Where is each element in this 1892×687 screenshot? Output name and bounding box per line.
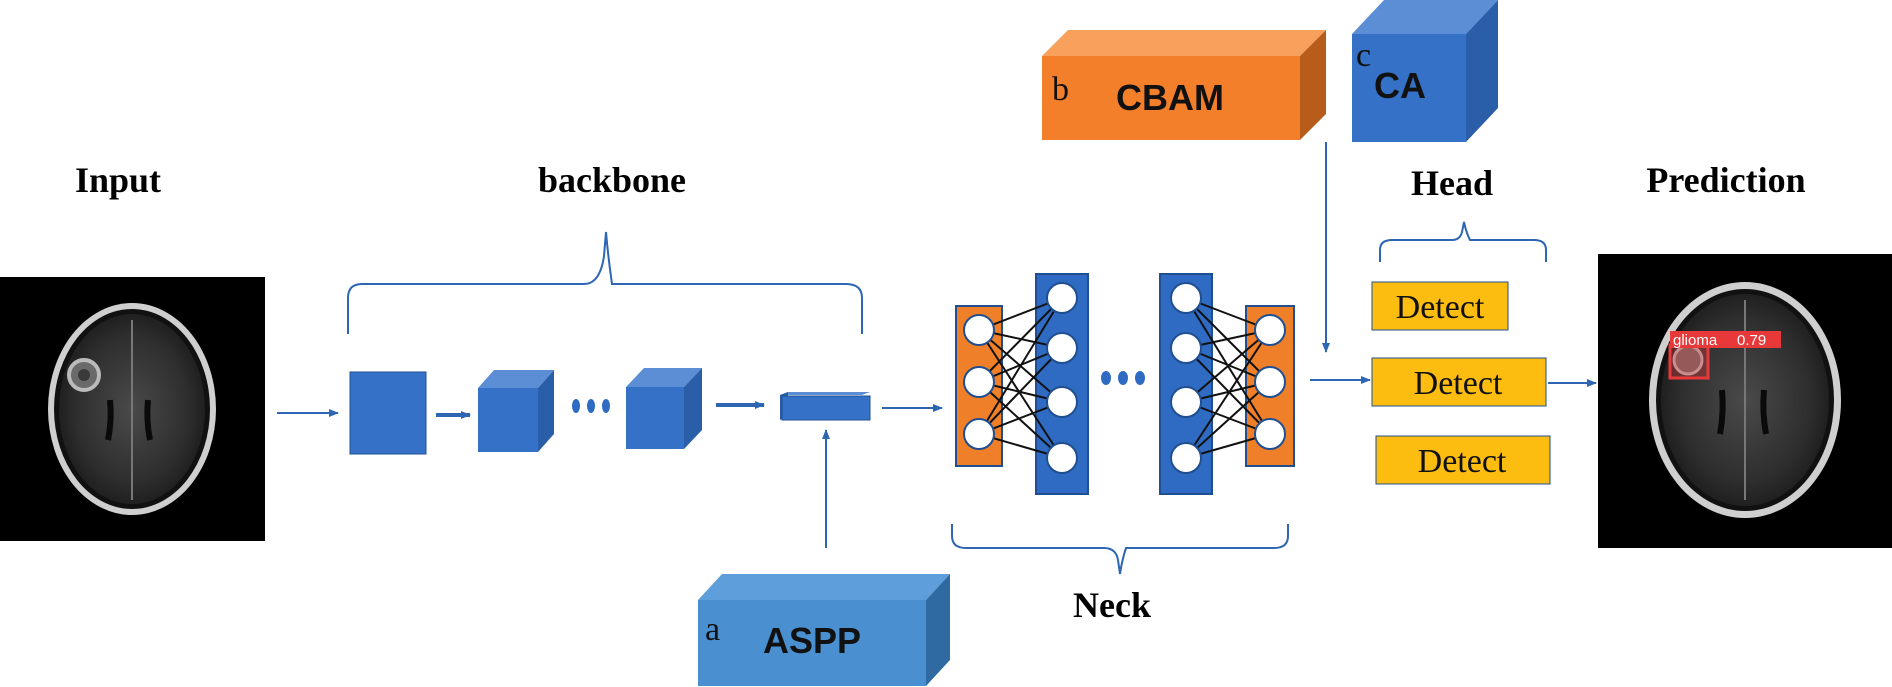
neck-network [955, 273, 1295, 495]
aspp-letter: a [705, 611, 720, 648]
neck-label: Neck [1073, 585, 1151, 625]
detect-label-3: Detect [1418, 443, 1507, 480]
detect-box-2: Detect [1371, 357, 1547, 407]
detection-bounding-box [1668, 343, 1710, 380]
cbam-letter: b [1052, 71, 1069, 108]
neck-brace [951, 524, 1289, 575]
detect-box-3: Detect [1375, 435, 1551, 485]
ca-module [1352, 0, 1498, 142]
input-label: Input [75, 160, 161, 200]
aspp-module [698, 574, 950, 686]
detect-label-2: Detect [1414, 365, 1503, 402]
cbam-name: CBAM [1116, 77, 1224, 118]
detect-box-1: Detect [1371, 281, 1509, 331]
aspp-name: ASPP [763, 620, 861, 661]
head-brace [1379, 221, 1547, 262]
cbam-module [1042, 30, 1326, 140]
prediction-mri-image: glioma 0.79 [1598, 254, 1892, 548]
backbone-brace [347, 231, 863, 334]
ca-letter: c [1356, 37, 1371, 74]
detection-score-label: 0.79 [1737, 332, 1766, 349]
detection-class-label: glioma [1673, 332, 1718, 349]
backbone-flat-block [780, 392, 871, 421]
backbone-cube-2 [626, 368, 702, 449]
backbone-label: backbone [538, 160, 686, 200]
detection-label-bg [1670, 331, 1781, 348]
prediction-label: Prediction [1646, 160, 1805, 200]
detect-label-1: Detect [1396, 289, 1485, 326]
backbone-cube-1 [478, 370, 554, 452]
ellipsis-dots-neck [1101, 371, 1145, 385]
input-mri-image [0, 277, 265, 541]
head-label: Head [1411, 163, 1493, 203]
backbone-block-square [349, 371, 427, 455]
ca-name: CA [1374, 65, 1426, 106]
ellipsis-dots-backbone [572, 399, 610, 413]
